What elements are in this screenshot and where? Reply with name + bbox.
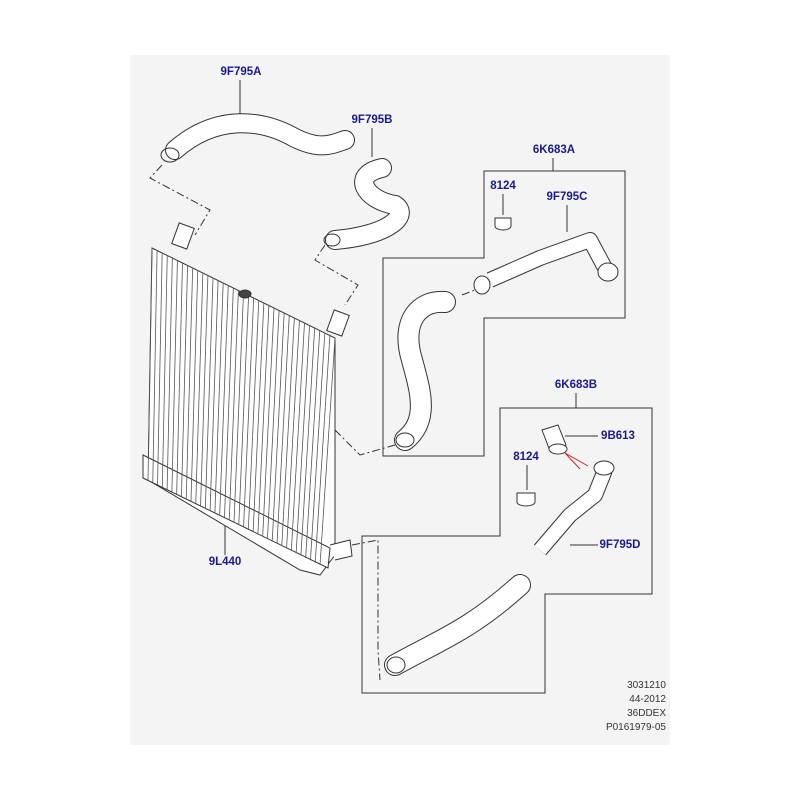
radiator-fin [166,257,173,490]
radiator-fin [200,275,209,506]
radiator-fin [190,270,199,502]
radiator-fin [310,332,326,561]
radiator-fin [271,312,285,542]
radiator-fin [209,280,219,511]
radiator-fin [171,260,178,492]
label-9f795c: 9F795C [546,191,588,203]
radiator-fin [152,250,158,483]
radiator-fin [276,315,290,544]
label-8124-a: 8124 [490,180,516,192]
radiator-fin [262,307,275,537]
radiator-fin [300,327,316,556]
footer-line-2: 44-2012 [629,694,666,705]
install-arrow [564,452,589,470]
radiator-fin [157,252,163,485]
label-9f795d: 9F795D [599,539,641,551]
radiator-fin [214,282,224,514]
label-9l440: 9L440 [208,556,242,568]
radiator-fin [228,290,239,521]
radiator-fin [305,330,321,558]
radiator-fin [147,247,153,481]
kit-b-box [361,407,653,694]
radiator-fin [252,302,265,532]
label-6k683a: 6K683A [532,144,576,156]
grommet-8124-b [516,492,536,507]
radiator-fin [243,297,255,528]
radiator-fin [181,265,188,497]
radiator-fin [319,337,336,566]
radiator-fin [195,272,204,504]
radiator-fin [238,295,249,525]
radiator-fin [219,285,229,516]
radiator-fin [286,320,300,549]
radiator-fin [295,325,310,554]
radiator-fin [185,267,194,499]
label-9f795a: 9F795A [220,66,262,78]
grommet-8124-a [494,217,512,231]
hose-9f795b [323,158,410,250]
radiator-fin [176,262,183,495]
connection-lines [149,164,476,681]
hose-9f795a [160,113,355,163]
intercooler-9l440 [142,222,353,576]
footer-line-3: 36DDEX [627,708,666,719]
label-6k683b: 6K683B [554,379,598,391]
radiator-fin [267,310,280,540]
footer-line-4: P0161979-05 [605,722,666,733]
label-9b613: 9B613 [601,430,635,442]
radiator-fin [161,255,168,488]
hose-lower-b [384,574,531,676]
hose-lower-a [394,290,456,451]
footer-line-1: 3031210 [627,680,666,691]
kit-a-box [382,170,626,457]
radiator-fin [257,305,270,535]
radiator-fin [281,317,295,547]
radiator-fin [247,300,260,530]
pipe-9f795c [473,232,619,295]
leader-lines [224,80,598,555]
sleeve-9b613 [541,424,568,455]
radiator-fin [314,335,331,563]
pipe-9f795d [533,460,615,556]
radiator-fin [224,287,234,518]
radiator-fin [204,277,214,509]
radiator-fin [290,322,305,551]
radiator-fin [233,292,244,523]
label-8124-b: 8124 [513,451,539,463]
label-9f795b: 9F795B [351,114,393,126]
